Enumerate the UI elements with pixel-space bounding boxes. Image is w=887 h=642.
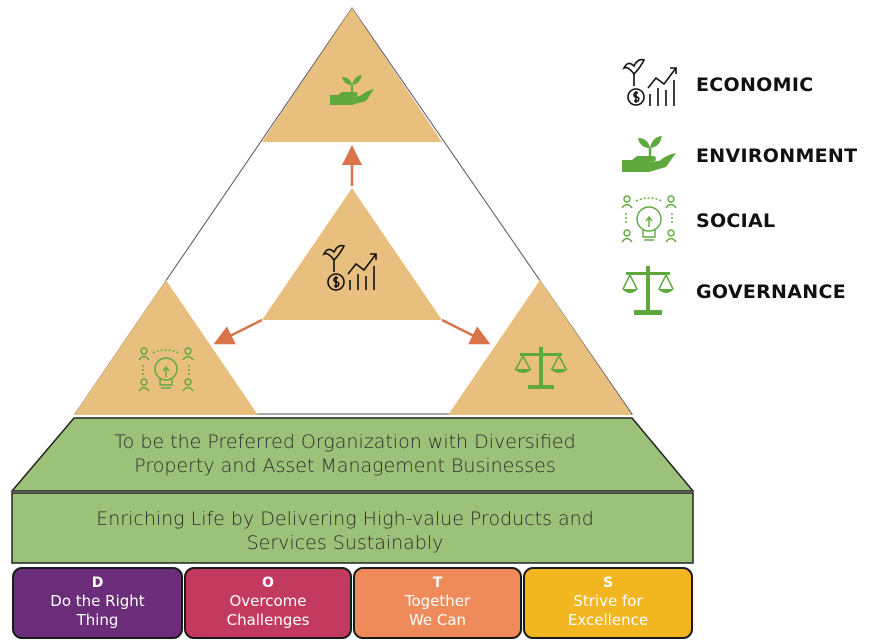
legend-governance-icon: [622, 266, 674, 315]
mission-statement: Enriching Life by Delivering High-value …: [40, 507, 650, 555]
arrow-to-social: [213, 318, 263, 345]
value-letter: T: [432, 575, 443, 591]
legend-economic-label: ECONOMIC: [696, 74, 814, 96]
value-label-line-2: Thing: [76, 611, 119, 629]
value-box-o: O Overcome Challenges: [184, 567, 352, 639]
legend-environment-icon: [622, 136, 676, 172]
value-label-line-1: Strive for: [573, 592, 643, 610]
mission-line-1: Enriching Life by Delivering High-value …: [96, 508, 594, 530]
value-label-line-1: Overcome: [229, 592, 307, 610]
growth-chart-dollar-icon: [322, 244, 377, 291]
value-label-line-1: Together: [404, 592, 471, 610]
triangle-social: [74, 280, 258, 415]
value-letter: D: [91, 575, 104, 591]
legend-economic-icon: [622, 58, 677, 106]
value-label-line-2: Excellence: [567, 611, 649, 629]
value-letter: S: [602, 575, 614, 591]
legend-governance-label: GOVERNANCE: [696, 281, 846, 303]
value-box-t: T Together We Can: [353, 567, 522, 639]
value-box-s: S Strive for Excellence: [523, 567, 693, 639]
vision-line-2: Property and Asset Management Businesses: [134, 455, 556, 477]
value-label-line-2: Challenges: [226, 611, 310, 629]
vision-band: [10, 417, 695, 492]
mission-line-2: Services Sustainably: [246, 532, 444, 554]
outer-triangle-outline: [74, 7, 633, 415]
arrow-to-governance: [441, 318, 491, 345]
value-box-d: D Do the Right Thing: [12, 567, 183, 639]
legend-social-icon: [621, 195, 677, 243]
vision-line-1: To be the Preferred Organization with Di…: [114, 431, 576, 453]
legend-social-label: SOCIAL: [696, 210, 776, 232]
triangle-environment: [262, 8, 442, 142]
balance-scale-icon: [514, 347, 568, 389]
triangle-economic: [262, 188, 442, 320]
mission-band: [11, 492, 694, 564]
legend-environment-label: ENVIRONMENT: [696, 145, 858, 167]
value-label-line-1: Do the Right: [50, 592, 145, 610]
hand-plant-icon: [330, 75, 374, 105]
lightbulb-people-icon: [138, 347, 194, 392]
vision-statement: To be the Preferred Organization with Di…: [40, 430, 650, 478]
value-letter: O: [262, 575, 274, 591]
value-label-line-2: We Can: [408, 611, 467, 629]
